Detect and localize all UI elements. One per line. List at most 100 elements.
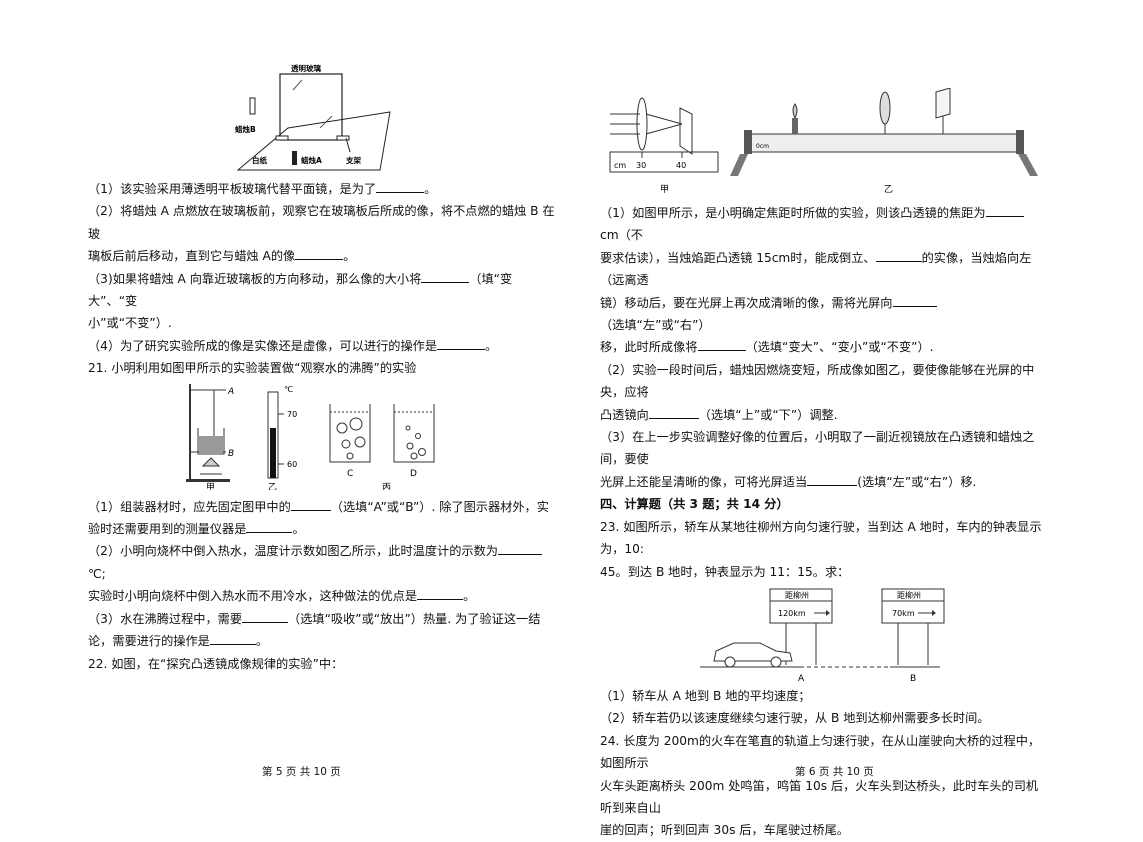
boiling-apparatus-diagram: A B ℃ 70 60 甲 乙 丙 — [186, 383, 435, 493]
q20-1: （1）该实验采用薄透明平板玻璃代替平面镜，是为了 。 — [88, 178, 558, 200]
answer-blank[interactable] — [697, 337, 746, 352]
q21-1-text: （1）组装器材时，应先固定图甲中的 — [88, 499, 291, 514]
answer-blank[interactable] — [246, 519, 293, 534]
q21-title: 21. 小明利用如图甲所示的实验装置做“观察水的沸腾”的实验 — [88, 361, 417, 376]
label-candle-a: 蜡烛A — [301, 155, 322, 165]
answer-blank[interactable] — [295, 246, 344, 261]
q20-1-end: 。 — [424, 182, 437, 196]
ruler-tick-30: 30 — [636, 161, 646, 170]
q22-1-text-6: （选填“左”或“右”） — [600, 318, 711, 333]
q21-2-end: 。 — [463, 589, 476, 604]
answer-blank[interactable] — [985, 203, 1024, 217]
q21-3-cont: 论，需要进行的操作是。 — [88, 630, 558, 652]
answer-blank[interactable] — [497, 541, 542, 556]
q21-2-cont: 实验时小明向烧杯中倒入热水而不用冷水，这种做法的优点是 。 — [88, 585, 558, 607]
figure-boiling-water: A B ℃ 70 60 甲 乙 丙 — [88, 383, 558, 493]
q20-3-text-2: （填“变大”、“变 — [88, 271, 513, 309]
q22-1-line3: 镜）移动后，要在光屏上再次成清晰的像，需将光屏向 （选填“左”或“右”） — [600, 292, 1042, 337]
q20-3-cont: 小”或“不变”）. — [88, 312, 558, 334]
ruler-unit: cm — [614, 161, 626, 170]
figure-car-signs: 距柳州 120km 距柳州 70km A B — [600, 585, 1042, 685]
point-a-label: A — [798, 674, 805, 684]
q23-line2: 45。到达 B 地时，钟表显示为 11：15。求： — [600, 564, 850, 579]
thermometer-tick-60: 60 — [287, 460, 297, 469]
answer-blank[interactable] — [421, 269, 470, 283]
answer-blank[interactable] — [807, 472, 858, 486]
q22-1-text-8: （选填“变大”、“变小”或“不变”）. — [745, 340, 934, 355]
q22-3: （3）在上一步实验调整好像的位置后，小明取了一副近视镜放在凸透镜和蜡烛之间，要使 — [600, 426, 1042, 471]
q22-1-text-5: 镜）移动后，要在光屏上再次成清晰的像，需将光屏向 — [600, 295, 893, 310]
answer-blank[interactable] — [875, 248, 922, 262]
label-stand: 支架 — [345, 155, 361, 165]
answer-blank[interactable] — [648, 405, 699, 419]
q20-1-text: （1）该实验采用薄透明平板玻璃代替平面镜，是为了 — [88, 182, 377, 196]
sign-b-distance: 70km — [892, 609, 915, 618]
q21-2: （2）小明向烧杯中倒入热水，温度计示数如图乙所示，此时温度计的示数为 ℃; — [88, 540, 558, 585]
q20-2-cont: 璃板后前后移动，直到它与蜡烛 A的像。 — [88, 245, 558, 267]
q22-1-text-2: cm（不 — [600, 228, 643, 243]
label-candle-b: 蜡烛B — [235, 124, 256, 134]
q22-1-text-3: 要求估读），当烛焰距凸透镜 15cm时，能成倒立、 — [600, 250, 876, 265]
q24-line1: 24. 长度为 200m的火车在笔直的轨道上匀速行驶，在从山崖驶向大桥的过程中，… — [600, 733, 1041, 771]
caption-yi: 乙 — [268, 482, 277, 490]
answer-blank[interactable] — [290, 497, 331, 511]
q20-2-text: （2）将蜡烛 A 点燃放在玻璃板前，观察它在玻璃板后所成的像，将不点燃的蜡烛 B… — [88, 204, 555, 241]
plane-mirror-diagram: 透明玻璃 蜡烛B 白纸 蜡烛A 支架 — [235, 63, 391, 171]
q21-2-text-2: 实验时小明向烧杯中倒入热水而不用冷水，这种做法的优点是 — [88, 589, 418, 604]
label-b: B — [228, 449, 234, 459]
q22-2-text-3: （选填“上”或“下”）调整. — [698, 407, 838, 422]
q20-2: （2）将蜡烛 A 点燃放在玻璃板前，观察它在玻璃板后所成的像，将不点燃的蜡烛 B… — [88, 200, 558, 245]
q21-2-text: （2）小明向烧杯中倒入热水，温度计示数如图乙所示，此时温度计的示数为 — [88, 544, 498, 559]
q21-1-text-2: （选填“A”或“B”）. 除了图示器材外，实 — [330, 499, 549, 514]
figure-plane-mirror: 透明玻璃 蜡烛B 白纸 蜡烛A 支架 — [88, 60, 558, 178]
q23-1: （1）轿车从 A 地到 B 地的平均速度； — [600, 688, 811, 703]
label-transparent-glass: 透明玻璃 — [291, 63, 321, 73]
bench-scale-zero: 0cm — [756, 143, 769, 150]
q20-4-text: （4）为了研究实验所成的像是实像还是虚像，可以进行的操作是 — [88, 338, 438, 353]
q22-1-line4: 移，此时所成像将 （选填“变大”、“变小”或“不变”）. — [600, 336, 1042, 358]
answer-blank[interactable] — [209, 631, 256, 646]
left-page: 透明玻璃 蜡烛B 白纸 蜡烛A 支架 （1）该实验采用薄透明平板玻璃代替平面镜，… — [88, 0, 558, 675]
q22-1-text-7: 移，此时所成像将 — [600, 340, 698, 355]
q20-3-text-3: 小”或“不变”）. — [88, 316, 172, 331]
section-calculation-heading: 四、计算题（共 3 题；共 14 分） — [600, 497, 789, 512]
q24-line3: 崖的回声；听到回声 30s 后，车尾驶过桥尾。 — [600, 823, 849, 838]
thermometer-tick-70: 70 — [287, 410, 297, 419]
q22-3-cont: 光屏上还能呈清晰的像，可将光屏适当(选填“左”或“右”）移. — [600, 471, 1042, 493]
point-b-label: B — [910, 674, 916, 684]
page-footer-right: 第 6 页 共 10 页 — [795, 766, 874, 778]
q21-3-text-3: 论，需要进行的操作是 — [88, 634, 210, 649]
q21-3-text: （3）水在沸腾过程中，需要 — [88, 611, 243, 626]
q22-title: 22. 如图，在“探究凸透镜成像规律的实验”中： — [88, 656, 344, 671]
caption-d: D — [410, 469, 417, 479]
caption-yi: 乙 — [884, 184, 893, 195]
answer-blank[interactable] — [892, 293, 937, 307]
q21-1: （1）组装器材时，应先固定图甲中的 （选填“A”或“B”）. 除了图示器材外，实 — [88, 496, 558, 518]
sign-b-title: 距柳州 — [897, 590, 921, 600]
q22-2: （2）实验一段时间后，蜡烛因燃烧变短，所成像如图乙，要使像能够在光屏的中央，应将 — [600, 359, 1042, 404]
q20-3: （3)如果将蜡烛 A 向靠近玻璃板的方向移动，那么像的大小将（填“变大”、“变 — [88, 268, 558, 313]
q21-3-text-2: （选填“吸收”或“放出”）热量. 为了验证这一结 — [288, 611, 541, 626]
q21-3: （3）水在沸腾过程中，需要 （选填“吸收”或“放出”）热量. 为了验证这一结 — [88, 608, 558, 630]
q22-1-text-4: 的实像，当烛焰向左（远离透 — [600, 250, 1032, 288]
q22-2-text-2: 凸透镜向 — [600, 407, 649, 422]
q21-1-cont: 验时还需要用到的测量仪器是。 — [88, 518, 558, 540]
q23-2: （2）轿车若仍以该速度继续匀速行驶，从 B 地到达柳州需要多长时间。 — [600, 711, 990, 726]
sign-a-distance: 120km — [778, 609, 806, 618]
answer-blank[interactable] — [376, 179, 425, 193]
caption-bing: 丙 — [382, 482, 391, 490]
q21-1-text-3: 验时还需要用到的测量仪器是 — [88, 522, 247, 537]
q20-4-end: 。 — [485, 338, 498, 353]
q22-1-line2: 要求估读），当烛焰距凸透镜 15cm时，能成倒立、的实像，当烛焰向左（远离透 — [600, 247, 1042, 292]
answer-blank[interactable] — [242, 609, 289, 623]
answer-blank[interactable] — [437, 336, 486, 350]
q21-2-unit: ℃; — [88, 566, 106, 581]
convex-lens-diagram: cm 30 40 0cm 甲 乙 — [609, 87, 1038, 195]
q22-3-text: （3）在上一步实验调整好像的位置后，小明取了一副近视镜放在凸透镜和蜡烛之间，要使 — [600, 430, 1035, 467]
answer-blank[interactable] — [417, 586, 464, 601]
caption-c: C — [347, 469, 353, 479]
right-page: cm 30 40 0cm 甲 乙 （1）如图甲所示，是小明确定焦距时所做的实验，… — [600, 0, 1042, 842]
q22-1: （1）如图甲所示，是小明确定焦距时所做的实验，则该凸透镜的焦距为cm（不 — [600, 202, 1042, 247]
q20-3-text: （3)如果将蜡烛 A 向靠近玻璃板的方向移动，那么像的大小将 — [88, 271, 422, 286]
q22-3-text-2: 光屏上还能呈清晰的像，可将光屏适当 — [600, 474, 808, 489]
